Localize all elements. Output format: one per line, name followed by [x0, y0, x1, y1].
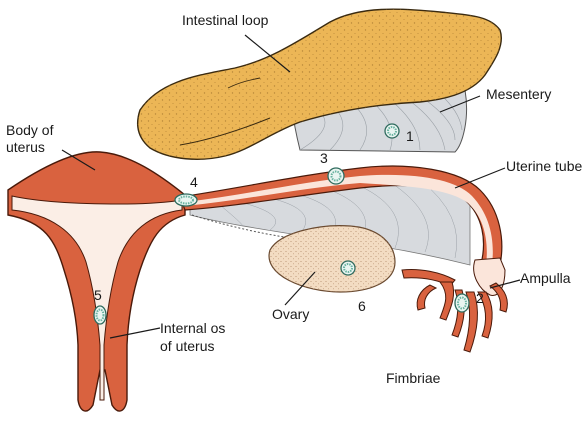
blastocyst-icon: [384, 123, 400, 139]
site-number-5: 5: [94, 287, 102, 303]
intestinal-loop: [137, 8, 502, 160]
site-number-6: 6: [358, 298, 366, 314]
label-body-of-uterus-line1: Body of: [6, 122, 54, 138]
ovary: [268, 225, 396, 293]
site-number-4: 4: [190, 174, 198, 190]
label-internal-os-line2: of uterus: [160, 338, 215, 354]
uterus: [7, 151, 186, 412]
label-uterine-tube: Uterine tube: [506, 158, 583, 174]
label-body-of-uterus-line2: uterus: [6, 139, 45, 155]
site-number-3: 3: [320, 150, 328, 166]
site-number-1: 1: [406, 128, 414, 144]
label-mesentery: Mesentery: [486, 86, 552, 102]
leader-lines: [61, 34, 521, 339]
blastocyst-icon: [93, 305, 107, 325]
label-ampulla: Ampulla: [520, 270, 571, 286]
site-number-2: 2: [476, 290, 484, 306]
label-intestinal-loop: Intestinal loop: [182, 12, 269, 28]
blastocyst-icon: [327, 167, 345, 185]
blastocyst-icon: [454, 293, 470, 313]
blastocyst-icon: [340, 260, 356, 276]
label-ovary: Ovary: [272, 306, 310, 322]
label-fimbriae: Fimbriae: [386, 370, 441, 386]
blastocyst-icon: [174, 193, 198, 207]
label-internal-os-line1: Internal os: [160, 320, 226, 336]
